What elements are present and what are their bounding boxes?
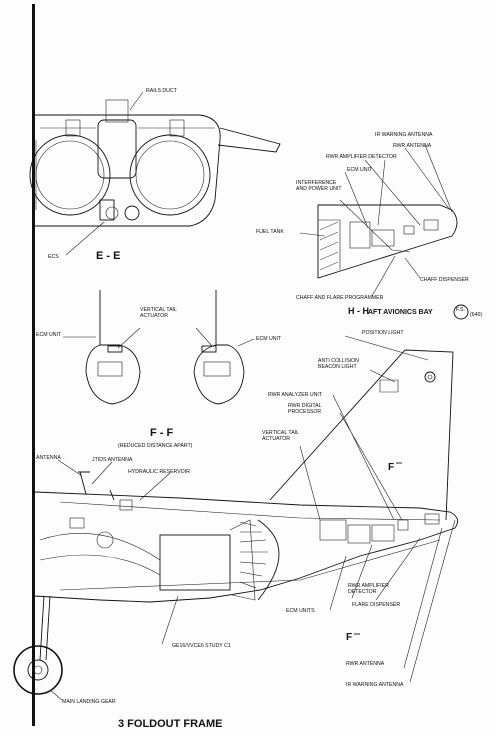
label-vertical-tail-actuator-mid: VERTICAL TAIL ACTUATOR xyxy=(140,307,177,319)
label-jtids-antenna: JTIDS ANTENNA xyxy=(92,457,133,463)
label-position-light: POSITION LIGHT xyxy=(362,330,404,336)
label-rwr-antenna-low: RWR ANTENNA xyxy=(346,661,385,667)
label-antenna: ANTENNA xyxy=(36,455,61,461)
label-flare-dispenser: FLARE DISPENSER xyxy=(352,602,400,608)
section-hh-drawing xyxy=(299,144,458,297)
label-ecm-unit-left: ECM UNIT xyxy=(36,332,62,338)
section-ee-drawing xyxy=(29,91,281,256)
label-rwr-analyzer-unit: RWR ANALYZER UNIT xyxy=(268,392,323,398)
label-vertical-tail-actuator-low-box: VERTICAL TAIL ACTUATOR xyxy=(262,430,299,442)
section-ff-drawing xyxy=(63,290,255,405)
section-f-marker-bottom: F xyxy=(346,632,352,643)
stamp-fs-text: F.S. xyxy=(456,307,465,313)
label-main-landing-gear: MAIN LANDING GEAR xyxy=(62,699,116,705)
label-rwr-amplifier-detector-low-box: RWR AMPLIFIER DETECTOR xyxy=(348,583,389,595)
aft-avionics-bay-title: AFT AVIONICS BAY xyxy=(368,309,433,316)
label-ecm-unit-right: ECM UNIT xyxy=(256,336,282,342)
label-rwr-digital-processor-box: RWR DIGITAL PROCESSOR xyxy=(288,403,322,415)
label-vertical-tail-actuator-mid-box: VERTICAL TAIL ACTUATOR xyxy=(140,307,177,319)
stamp-number-text: (640) xyxy=(470,312,482,318)
label-chaff-dispenser: CHAFF DISPENSER xyxy=(420,277,469,283)
fuselage-side-view xyxy=(13,335,459,701)
label-vertical-tail-actuator-low: VERTICAL TAIL ACTUATOR xyxy=(262,430,299,442)
fs-640-stamp: F.S. (640) xyxy=(453,304,482,320)
label-fuel-tank: FUEL TANK xyxy=(256,229,284,235)
label-ir-warning-antenna-low: IR WARNING ANTENNA xyxy=(346,682,404,688)
label-reduced-distance: (REDUCED DISTANCE APART) xyxy=(118,443,193,449)
section-f-marker-top: F xyxy=(388,462,394,473)
label-chaff-flare-programmer: CHAFF AND FLARE PROGRAMMER xyxy=(296,295,384,301)
label-hydraulic-reservoir: HYDRAULIC RESERVOIR xyxy=(128,469,190,475)
label-ecm-unit-top: ECM UNIT xyxy=(347,167,373,173)
label-ecs: ECS xyxy=(48,254,59,260)
label-rwr-antenna-top: RWR ANTENNA xyxy=(393,143,432,149)
label-anti-collision-beacon-box: ANTI COLLISION BEACON LIGHT xyxy=(318,358,359,370)
label-anti-collision-beacon: ANTI COLLISION BEACON LIGHT xyxy=(318,358,359,370)
label-ge16-study: GE16/VVCE6 STUDY C1 xyxy=(172,643,231,649)
label-rails-duct: RAILS DUCT xyxy=(146,88,178,94)
label-rwr-amplifier-detector-low: RWR AMPLIFIER DETECTOR xyxy=(348,583,389,595)
section-ff-title: F - F xyxy=(150,427,173,439)
foldout-frame-footer: 3 FOLDOUT FRAME xyxy=(118,718,223,730)
label-rwr-amplifier-detector-top: RWR AMPLIFIER DETECTOR xyxy=(326,154,397,160)
section-ee-title: E - E xyxy=(96,250,120,262)
section-hh-title: H - H xyxy=(348,306,369,316)
binding-edge-line xyxy=(32,4,35,726)
label-ir-warning-antenna-top: IR WARNING ANTENNA xyxy=(375,132,433,138)
label-interference-power-unit: INTERFERENCE AND POWER UNIT xyxy=(296,180,342,192)
label-interference-power-unit-box: INTERFERENCE AND POWER UNIT xyxy=(296,180,342,192)
label-ecm-units: ECM UNITS xyxy=(286,608,315,614)
label-rwr-digital-processor: RWR DIGITAL PROCESSOR xyxy=(288,403,322,415)
